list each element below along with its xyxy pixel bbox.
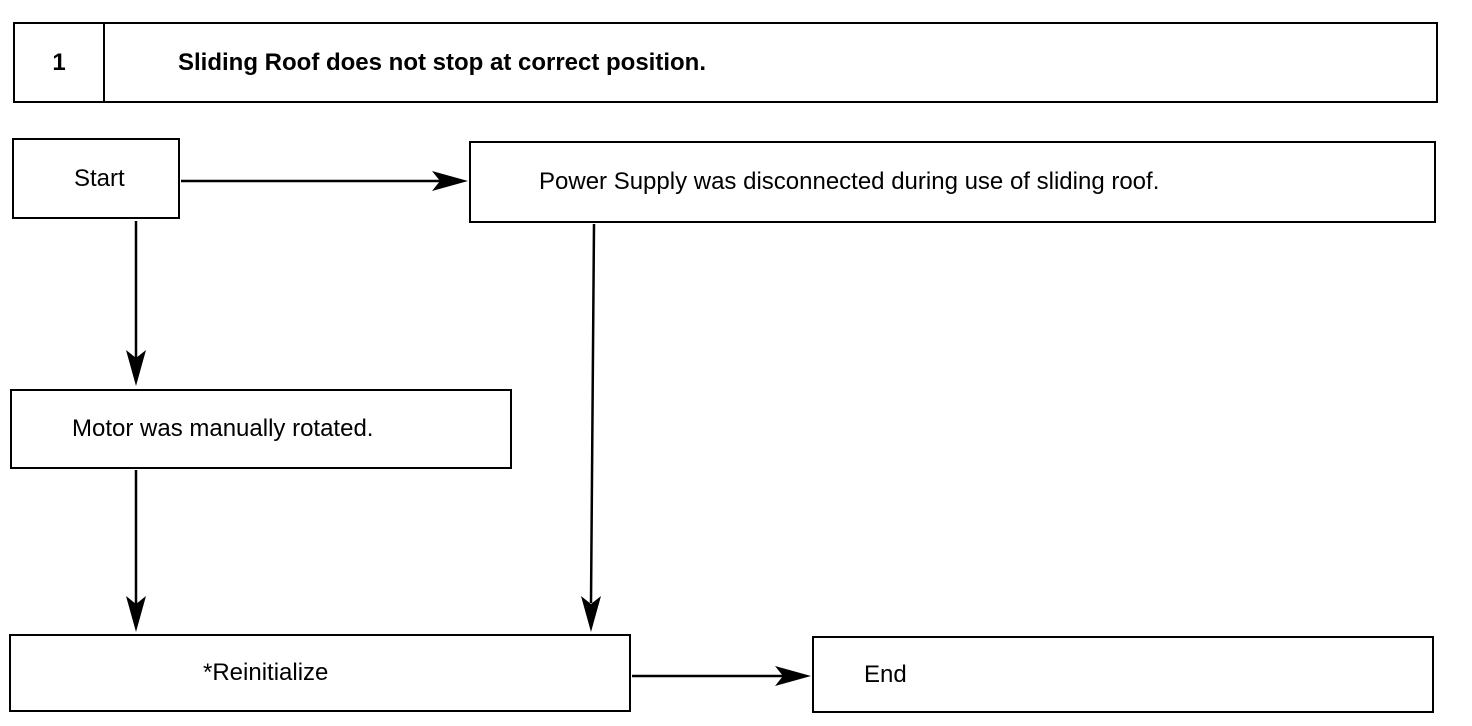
header-step-number: 1: [15, 24, 105, 101]
node-end: End: [812, 636, 1434, 713]
node-motor-manually-rotated: Motor was manually rotated.: [10, 389, 512, 469]
arrowhead-down-icon: [126, 596, 146, 632]
diagram-header: 1 Sliding Roof does not stop at correct …: [13, 22, 1438, 103]
arrowhead-down-icon: [581, 596, 601, 632]
header-title: Sliding Roof does not stop at correct po…: [178, 48, 706, 76]
node-reinitialize: *Reinitialize: [9, 634, 631, 712]
arrowhead-down-icon: [126, 350, 146, 386]
connector-power-to-reinitialize: [589, 223, 596, 604]
arrowhead-right-icon: [432, 171, 468, 191]
arrowhead-right-icon: [775, 666, 811, 686]
node-power-supply-disconnected: Power Supply was disconnected during use…: [469, 141, 1436, 223]
node-start: Start: [12, 138, 180, 219]
